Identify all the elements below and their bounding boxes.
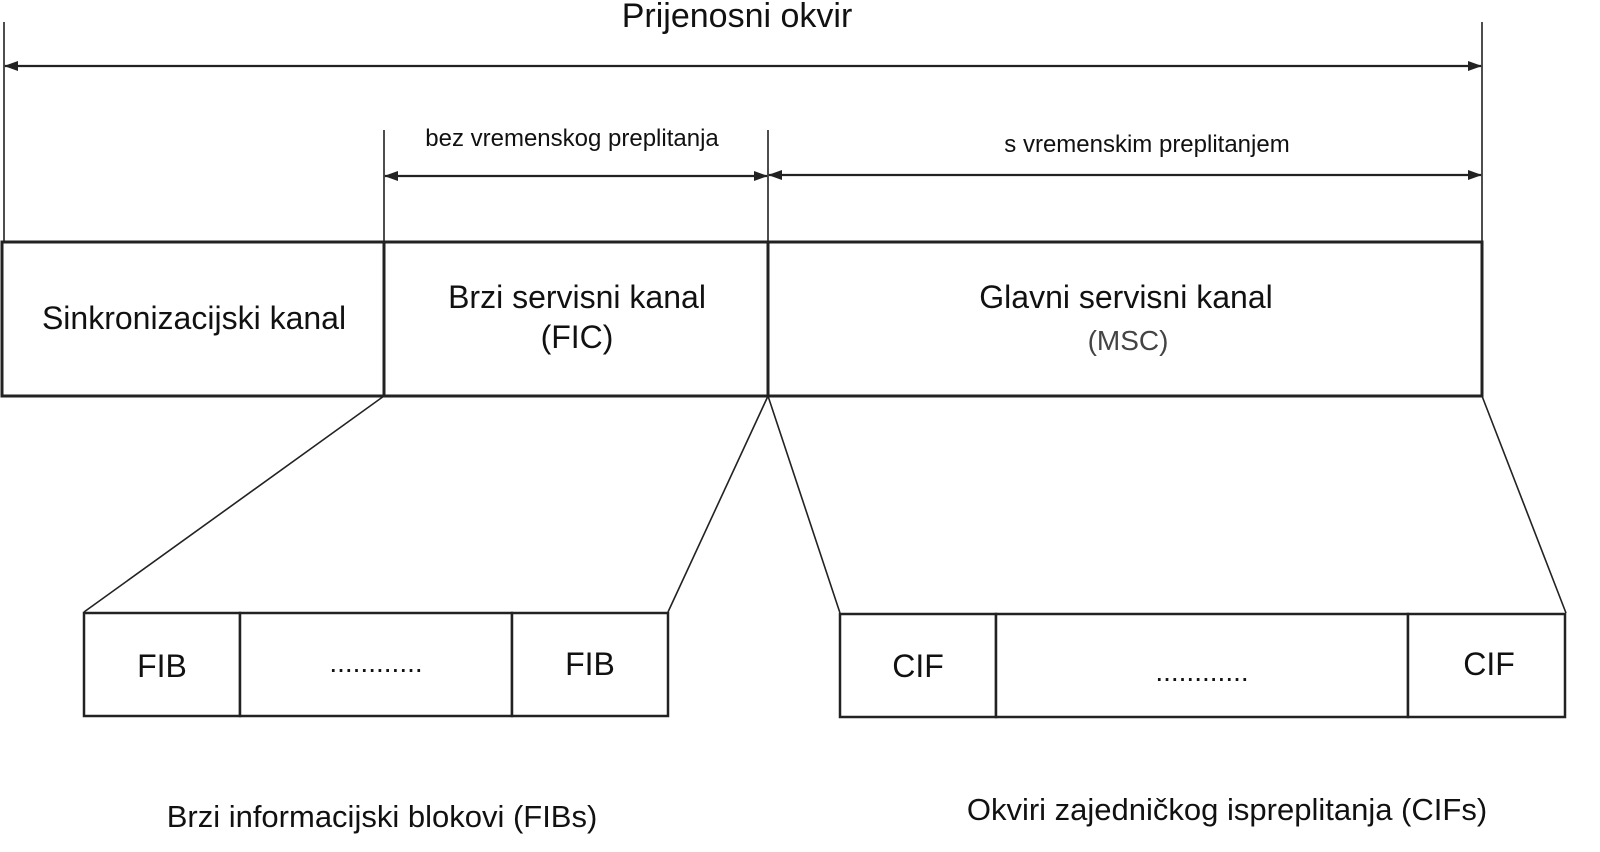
cif-cell-first (838, 612, 998, 719)
cif-last-label: CIF (1463, 646, 1515, 682)
fic-label: Brzi servisni kanal (448, 279, 706, 315)
fib-caption: Brzi informacijski blokovi (FIBs) (167, 799, 598, 834)
sync-channel-box (0, 240, 386, 398)
msc-label: Glavni servisni kanal (979, 279, 1272, 315)
msc-expansion-left-line (767, 395, 841, 614)
fib-cell-ellipsis (238, 611, 514, 718)
sync-channel-label: Sinkronizacijski kanal (42, 300, 346, 336)
fic-box (382, 240, 770, 398)
cif-first-label: CIF (892, 648, 944, 684)
fib-cell-first (82, 611, 242, 718)
msc-abbrev: (MSC) (1088, 325, 1169, 356)
fic-expansion-right-line (667, 395, 769, 613)
fib-ellipsis-label: ............ (329, 647, 422, 678)
fib-cell-last (510, 611, 670, 718)
fib-last-label: FIB (565, 646, 615, 682)
diagram-title: Prijenosni okvir (622, 0, 853, 35)
fib-first-label: FIB (137, 648, 187, 684)
fic-abbrev: (FIC) (541, 319, 614, 355)
msc-span-label: s vremenskim preplitanjem (1004, 131, 1289, 158)
fic-span-label: bez vremenskog preplitanja (425, 125, 719, 152)
cif-caption: Okviri zajedničkog ispreplitanja (CIFs) (967, 792, 1487, 827)
cif-cell-last (1406, 612, 1567, 719)
msc-box (766, 240, 1484, 398)
msc-expansion-right-line (1481, 395, 1567, 614)
cif-ellipsis-label: ............ (1155, 656, 1248, 687)
fic-expansion-left-line (83, 395, 385, 613)
